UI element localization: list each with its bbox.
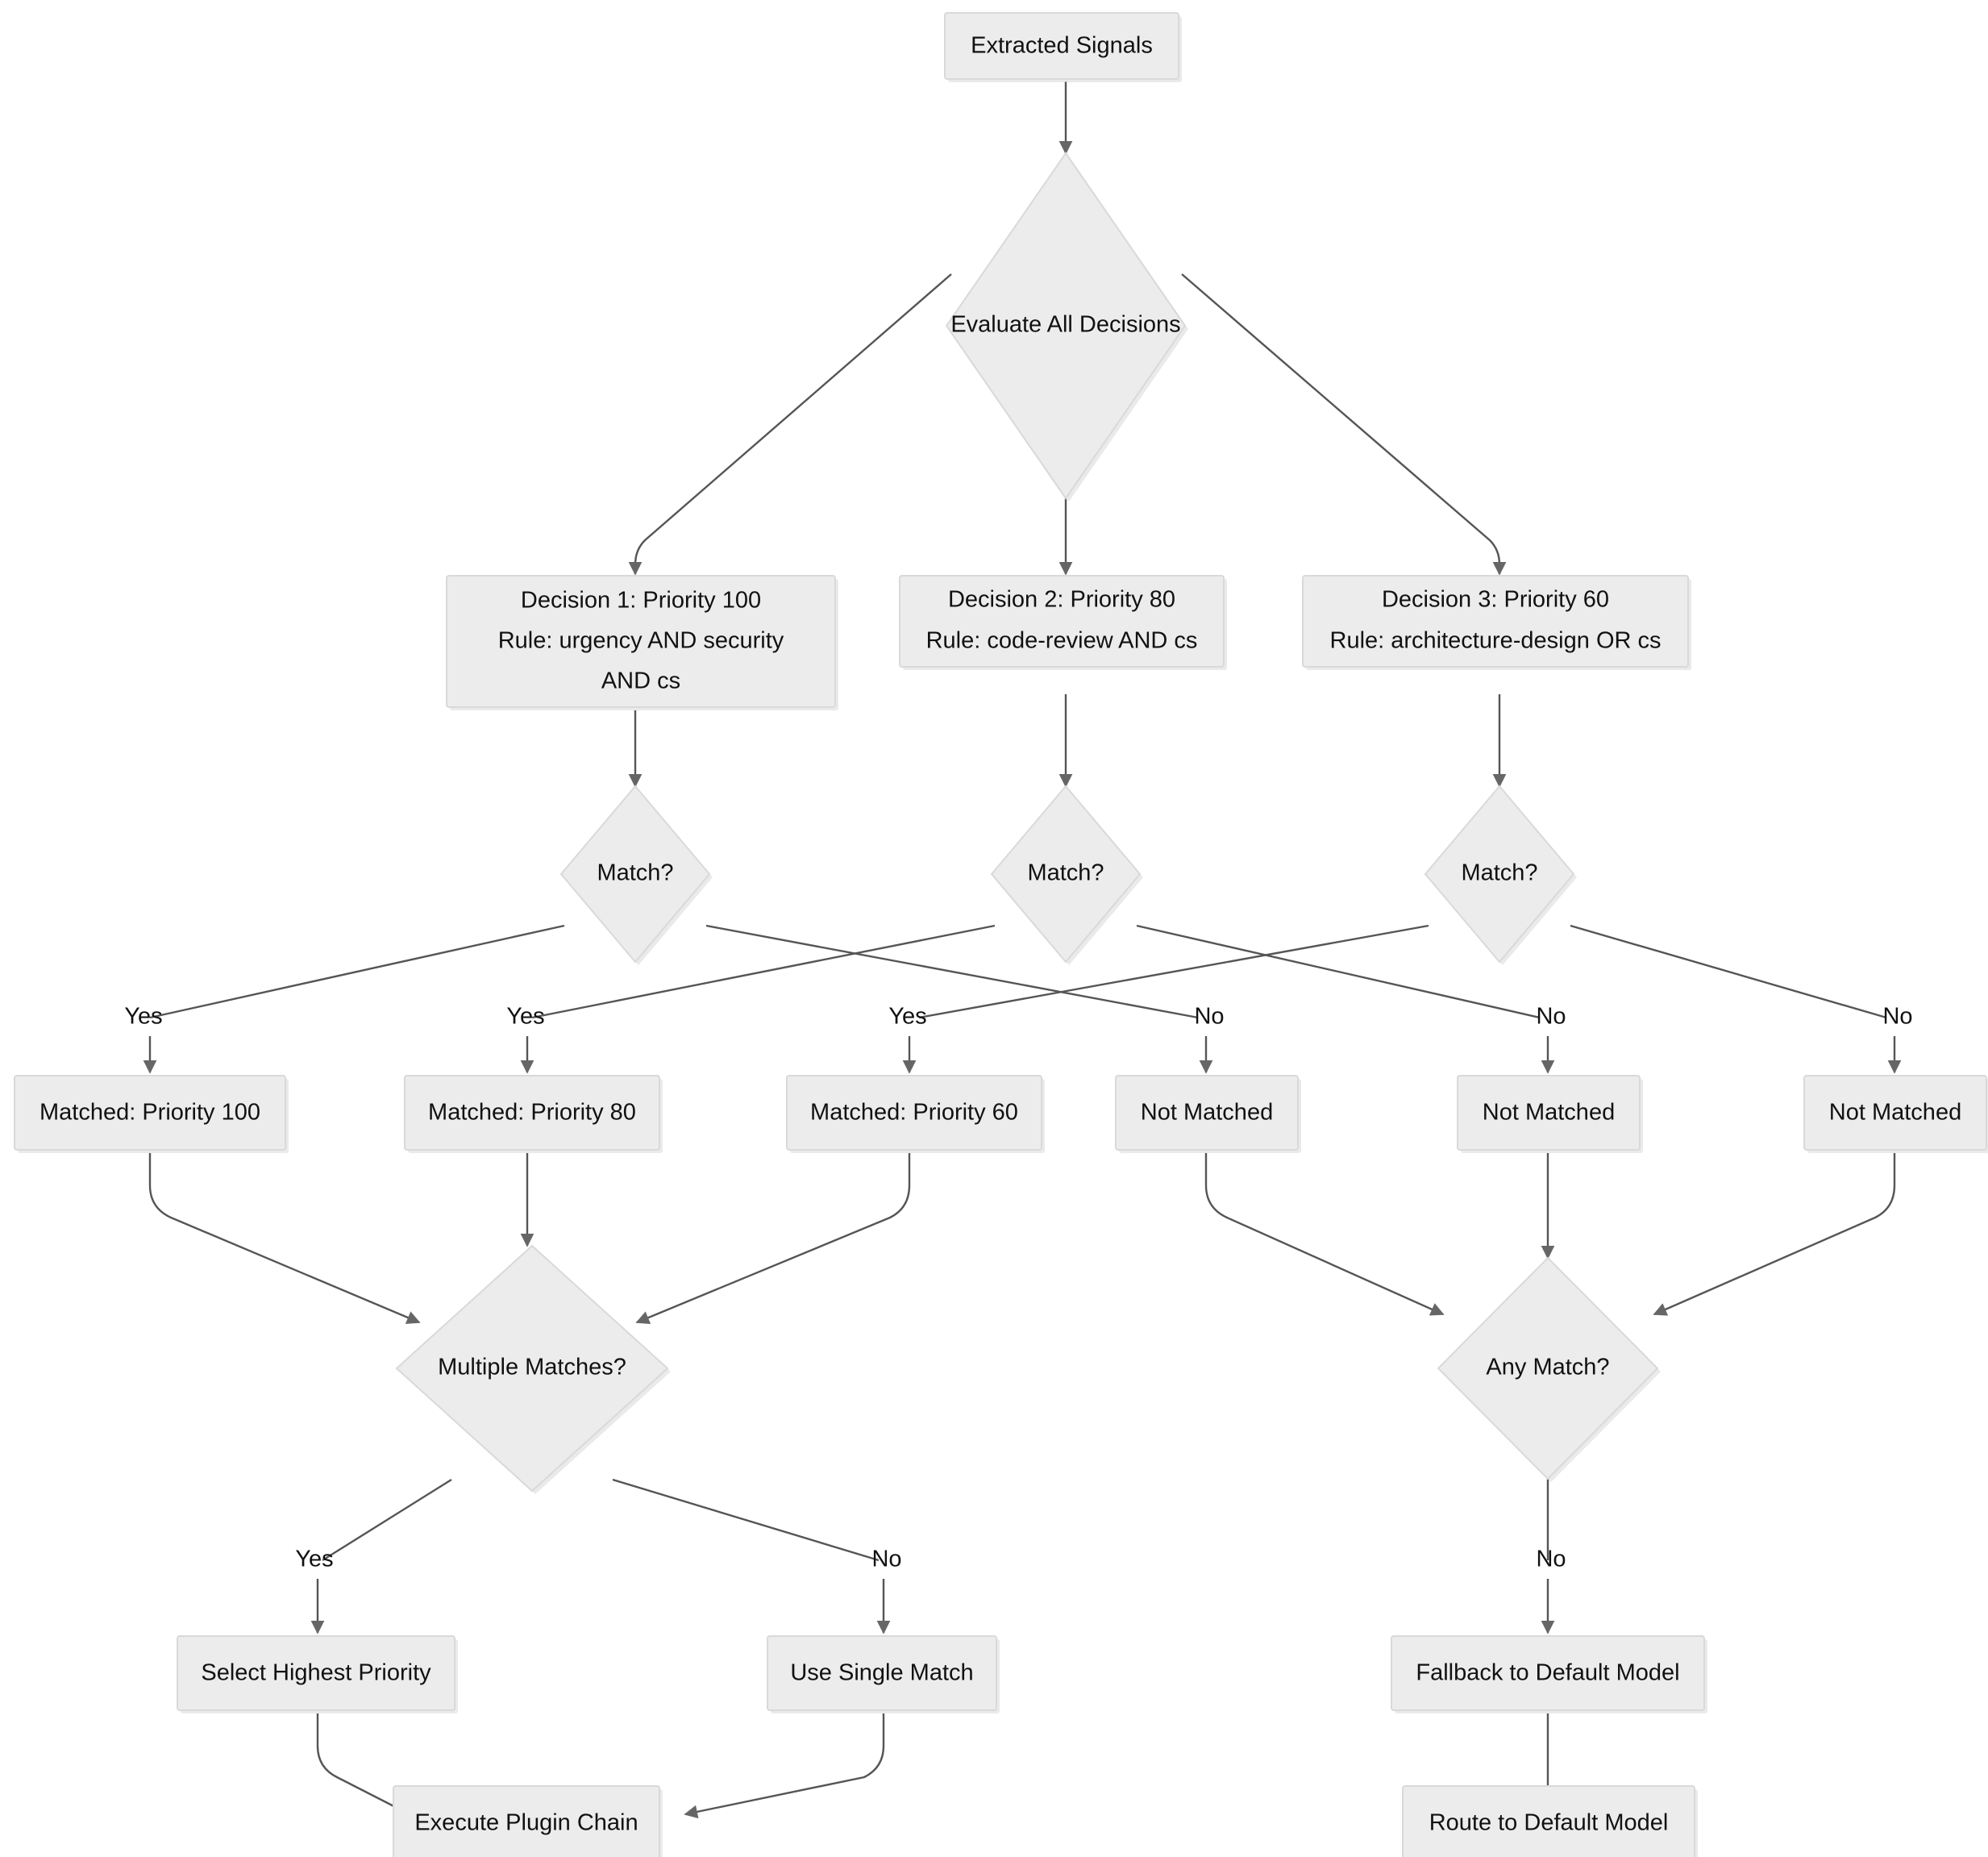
- node-label-execplugin: Execute Plugin Chain: [414, 1810, 638, 1836]
- node-extracted-signals[interactable]: Extracted Signals: [944, 12, 1182, 82]
- node-select-highest-priority[interactable]: Select Highest Priority: [177, 1635, 458, 1713]
- node-matched-priority-60[interactable]: Matched: Priority 60: [786, 1075, 1045, 1153]
- node-label-matched100: Matched: Priority 100: [40, 1100, 260, 1126]
- node-matched-priority-100[interactable]: Matched: Priority 100: [14, 1075, 289, 1153]
- node-label-decision2-line1: Decision 2: Priority 80: [948, 587, 1175, 613]
- node-label-evaluate: Evaluate All Decisions: [950, 312, 1180, 338]
- edge-usesingle-to-execplugin: [684, 1713, 885, 1819]
- node-matched-priority-80[interactable]: Matched: Priority 80: [404, 1075, 663, 1153]
- edge-label-yes-3: Yes: [888, 1004, 926, 1030]
- node-match-1[interactable]: Match?: [559, 785, 713, 965]
- edge-match1-no: [705, 924, 1199, 1019]
- node-match-3[interactable]: Match?: [1424, 785, 1577, 965]
- edge-notmatched1-to-anymatch: [1204, 1153, 1445, 1316]
- edge-match2-yes: [531, 924, 996, 1019]
- node-label-match2: Match?: [1027, 860, 1104, 886]
- edge-label-yes-2: Yes: [506, 1004, 544, 1030]
- node-label-decision1-line2: Rule: urgency AND security: [498, 628, 784, 654]
- node-label-anymatch: Any Match?: [1486, 1355, 1609, 1380]
- node-match-2[interactable]: Match?: [990, 785, 1143, 965]
- node-use-single-match[interactable]: Use Single Match: [767, 1635, 1000, 1713]
- node-evaluate-all-decisions[interactable]: Evaluate All Decisions: [945, 152, 1188, 502]
- node-label-multiple: Multiple Matches?: [438, 1355, 626, 1380]
- edge-matched60-to-multiple: [635, 1153, 911, 1324]
- edge-evaluate-to-decision3: [1181, 273, 1507, 576]
- edge-label-multiple-yes: Yes: [295, 1547, 333, 1572]
- edge-multiple-no: [612, 1478, 880, 1562]
- node-fallback-to-default-model[interactable]: Fallback to Default Model: [1391, 1635, 1707, 1713]
- node-label-notmatched3: Not Matched: [1829, 1100, 1961, 1126]
- edge-label-layer: Yes Yes Yes No No No Yes No No: [124, 1004, 1912, 1572]
- node-any-match[interactable]: Any Match?: [1437, 1256, 1661, 1482]
- node-label-extracted-signals: Extracted Signals: [971, 33, 1153, 59]
- node-label-match1: Match?: [597, 860, 673, 886]
- node-label-decision3-line2: Rule: architecture-design OR cs: [1330, 628, 1662, 654]
- edge-label-anymatch-no: No: [1536, 1547, 1566, 1572]
- node-label-matched80: Matched: Priority 80: [428, 1100, 636, 1126]
- node-not-matched-3[interactable]: Not Matched: [1803, 1075, 1988, 1153]
- edge-selecthigh-to-execplugin: [316, 1713, 411, 1816]
- node-label-usesingle: Use Single Match: [790, 1660, 973, 1686]
- edge-label-multiple-no: No: [871, 1547, 901, 1572]
- node-label-match3: Match?: [1461, 860, 1537, 886]
- node-layer: Extracted Signals Evaluate All Decisions…: [14, 12, 1988, 1857]
- node-label-notmatched1: Not Matched: [1141, 1100, 1273, 1126]
- edge-label-no-3: No: [1882, 1004, 1912, 1030]
- edge-match2-no: [1136, 924, 1541, 1019]
- node-label-decision2-line2: Rule: code-review AND cs: [926, 628, 1198, 654]
- edge-layer: [143, 81, 1902, 1819]
- edge-label-no-2: No: [1536, 1004, 1566, 1030]
- node-label-matched60: Matched: Priority 60: [810, 1100, 1018, 1126]
- node-not-matched-1[interactable]: Not Matched: [1115, 1075, 1301, 1153]
- edge-matched100-to-multiple: [148, 1153, 421, 1324]
- edge-evaluate-to-decision1: [628, 273, 952, 576]
- node-label-fallback: Fallback to Default Model: [1416, 1660, 1679, 1686]
- node-not-matched-2[interactable]: Not Matched: [1457, 1075, 1643, 1153]
- node-decision-3[interactable]: Decision 3: Priority 60 Rule: architectu…: [1302, 575, 1691, 670]
- edge-label-yes-1: Yes: [124, 1004, 162, 1030]
- node-decision-1[interactable]: Decision 1: Priority 100 Rule: urgency A…: [446, 575, 838, 710]
- edge-notmatched3-to-anymatch: [1653, 1153, 1896, 1316]
- edge-match3-yes: [918, 924, 1429, 1019]
- edge-match3-no: [1570, 924, 1887, 1019]
- node-multiple-matches[interactable]: Multiple Matches?: [395, 1244, 671, 1494]
- node-label-decision1-line1: Decision 1: Priority 100: [521, 588, 761, 614]
- node-route-to-default-model[interactable]: Route to Default Model: [1402, 1785, 1698, 1857]
- node-label-notmatched2: Not Matched: [1483, 1100, 1615, 1126]
- edge-match1-yes: [149, 924, 565, 1019]
- edge-multiple-yes: [322, 1478, 452, 1562]
- node-label-routedefault: Route to Default Model: [1429, 1810, 1669, 1836]
- edge-label-no-1: No: [1194, 1004, 1224, 1030]
- node-execute-plugin-chain[interactable]: Execute Plugin Chain: [393, 1785, 663, 1857]
- node-label-selecthigh: Select Highest Priority: [201, 1660, 431, 1686]
- node-label-decision3-line1: Decision 3: Priority 60: [1382, 587, 1609, 613]
- node-decision-2[interactable]: Decision 2: Priority 80 Rule: code-revie…: [899, 575, 1227, 670]
- node-label-decision1-line3: AND cs: [601, 668, 680, 694]
